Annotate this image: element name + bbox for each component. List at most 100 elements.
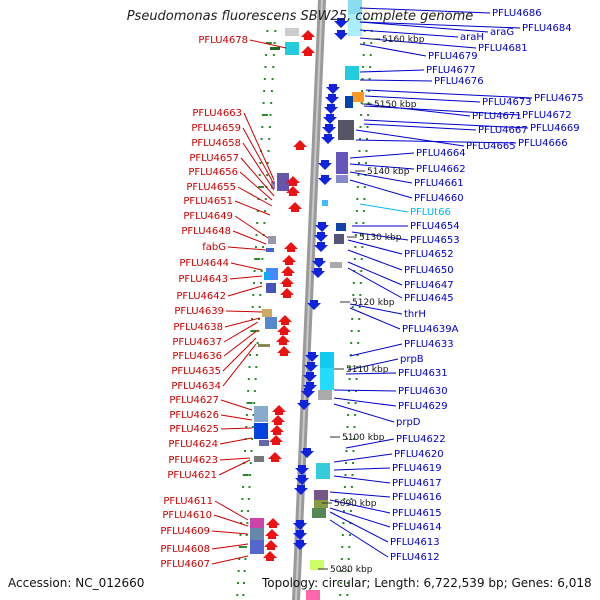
gene-block[interactable] [250, 540, 264, 554]
gene-label-left[interactable]: PFLU4657 [189, 153, 239, 164]
gene-label-left[interactable]: PFLU4627 [169, 395, 219, 406]
gene-block[interactable] [320, 368, 334, 390]
gene-label-left[interactable]: fabG [202, 242, 226, 253]
gene-label-right[interactable]: prpB [400, 354, 424, 365]
gene-arrow-reverse[interactable] [286, 176, 300, 186]
gene-arrow-reverse[interactable] [272, 405, 286, 415]
gene-arrow-reverse[interactable] [271, 415, 285, 425]
gene-label-left[interactable]: PFLU4635 [171, 366, 221, 377]
gene-block[interactable] [285, 28, 299, 36]
gene-label-right[interactable]: PFLU4622 [396, 434, 446, 445]
gene-label-left[interactable]: PFLU4621 [167, 470, 217, 481]
gene-label-right-highlight[interactable]: PFLUt66 [410, 207, 451, 218]
gene-block[interactable] [345, 66, 359, 80]
gene-label-right[interactable]: PFLU4653 [410, 235, 460, 246]
gene-label-left[interactable]: PFLU4611 [163, 496, 213, 507]
gene-label-left[interactable]: PFLU4658 [191, 138, 241, 149]
gene-label-left[interactable]: PFLU4644 [179, 258, 229, 269]
gene-label-right[interactable]: PFLU4679 [428, 51, 478, 62]
gene-label-left[interactable]: PFLU4608 [160, 544, 210, 555]
gene-label-right[interactable]: PFLU4662 [416, 164, 466, 175]
gene-arrow-forward[interactable] [300, 448, 314, 458]
gene-arrow-forward[interactable] [294, 485, 308, 495]
gene-label-left[interactable]: PFLU4610 [162, 510, 212, 521]
gene-label-left[interactable]: PFLU4607 [160, 559, 210, 570]
gene-label-right[interactable]: PFLU4612 [390, 552, 440, 563]
gene-block[interactable] [348, 0, 362, 14]
gene-block[interactable] [259, 440, 269, 446]
gene-block[interactable] [265, 317, 277, 329]
gene-arrow-reverse[interactable] [293, 140, 307, 150]
gene-label-right[interactable]: PFLU4665 [466, 141, 516, 152]
gene-block[interactable] [250, 528, 264, 540]
gene-arrow-reverse[interactable] [286, 186, 300, 196]
gene-block[interactable] [277, 173, 289, 191]
gene-label-left[interactable]: PFLU4678 [198, 35, 248, 46]
gene-arrow-forward[interactable] [293, 540, 307, 550]
gene-label-right[interactable]: PFLU4631 [398, 368, 448, 379]
gene-arrow-forward[interactable] [323, 114, 337, 124]
gene-label-left[interactable]: PFLU4638 [173, 322, 223, 333]
gene-arrow-forward[interactable] [315, 222, 329, 232]
gene-block[interactable] [266, 248, 274, 252]
gene-arrow-forward[interactable] [295, 475, 309, 485]
gene-arrow-forward[interactable] [303, 382, 317, 392]
gene-label-right[interactable]: thrH [404, 309, 426, 320]
gene-block[interactable] [254, 456, 264, 462]
gene-arrow-forward[interactable] [314, 242, 328, 252]
gene-label-left[interactable]: PFLU4639 [174, 306, 224, 317]
gene-label-left[interactable]: PFLU4656 [188, 167, 238, 178]
gene-arrow-forward[interactable] [312, 258, 326, 268]
gene-label-right[interactable]: PFLU4647 [404, 280, 454, 291]
gene-label-left[interactable]: PFLU4625 [169, 424, 219, 435]
gene-arrow-reverse[interactable] [277, 346, 291, 356]
gene-label-left[interactable]: PFLU4663 [192, 108, 242, 119]
gene-label-right[interactable]: PFLU4629 [398, 401, 448, 412]
gene-block[interactable] [314, 490, 328, 500]
gene-block[interactable] [264, 272, 270, 280]
gene-arrow-forward[interactable] [311, 268, 325, 278]
gene-arrow-reverse[interactable] [301, 46, 315, 56]
gene-arrow-forward[interactable] [297, 400, 311, 410]
gene-label-left[interactable]: PFLU4624 [168, 439, 218, 450]
gene-block[interactable] [336, 175, 348, 183]
gene-label-right[interactable]: PFLU4681 [478, 43, 528, 54]
gene-arrow-reverse[interactable] [266, 518, 280, 528]
gene-block[interactable] [266, 283, 276, 293]
gene-arrow-reverse[interactable] [288, 202, 302, 212]
gene-arrow-forward[interactable] [305, 352, 319, 362]
gene-arrow-forward[interactable] [303, 372, 317, 382]
gene-block[interactable] [330, 262, 342, 268]
gene-label-right[interactable]: PFLU4677 [426, 65, 476, 76]
gene-arrow-forward[interactable] [326, 84, 340, 94]
gene-label-right[interactable]: PFLU4616 [392, 492, 442, 503]
gene-block[interactable] [316, 463, 330, 479]
gene-label-right[interactable]: PFLU4671 [472, 111, 522, 122]
gene-block[interactable] [322, 200, 328, 206]
gene-label-right[interactable]: PFLU4620 [394, 449, 444, 460]
gene-label-right[interactable]: PFLU4673 [482, 97, 532, 108]
gene-label-right[interactable]: PFLU4652 [404, 249, 454, 260]
gene-arrow-reverse[interactable] [281, 266, 295, 276]
gene-label-right[interactable]: PFLU4661 [414, 178, 464, 189]
gene-arrow-reverse[interactable] [270, 425, 284, 435]
gene-label-right[interactable]: PFLU4666 [518, 138, 568, 149]
gene-arrow-reverse[interactable] [277, 325, 291, 335]
gene-arrow-reverse[interactable] [282, 255, 296, 265]
gene-arrow-forward[interactable] [321, 134, 335, 144]
gene-label-right[interactable]: PFLU4676 [434, 76, 484, 87]
gene-label-left[interactable]: PFLU4648 [181, 226, 231, 237]
gene-arrow-forward[interactable] [325, 94, 339, 104]
gene-arrow-reverse[interactable] [276, 335, 290, 345]
gene-block[interactable] [348, 14, 362, 36]
gene-block[interactable] [268, 236, 276, 244]
gene-block[interactable] [254, 423, 268, 439]
gene-block[interactable] [258, 344, 270, 347]
gene-label-right[interactable]: PFLU4686 [492, 8, 542, 19]
gene-arrow-forward[interactable] [324, 104, 338, 114]
gene-block[interactable] [254, 406, 268, 422]
gene-label-left[interactable]: PFLU4642 [176, 291, 226, 302]
gene-arrow-reverse[interactable] [263, 551, 277, 561]
gene-block[interactable] [320, 352, 334, 368]
gene-label-right[interactable]: araH [460, 32, 484, 43]
